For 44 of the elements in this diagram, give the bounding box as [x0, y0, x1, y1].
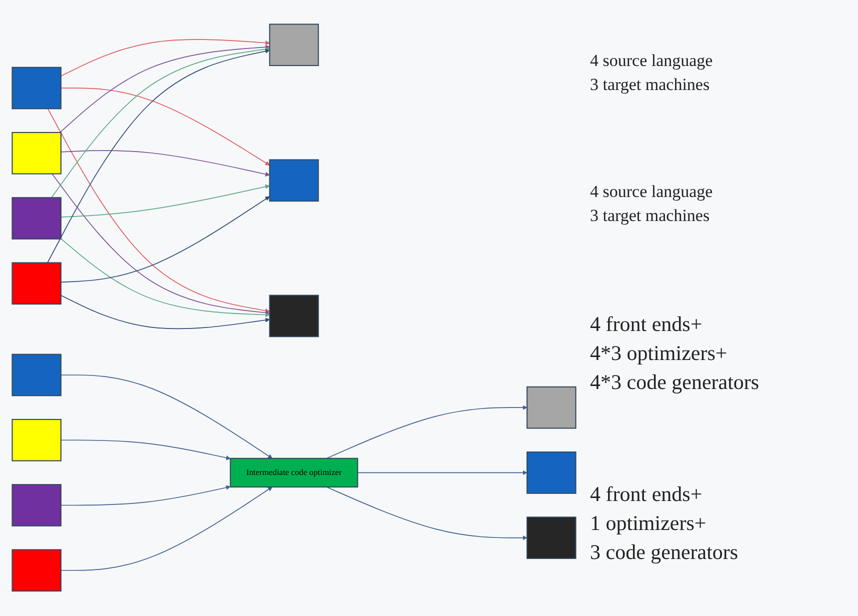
arrow	[357, 470, 528, 476]
arrow	[47, 49, 270, 264]
arrow	[52, 174, 270, 316]
arrow	[60, 486, 231, 506]
summary-line: 4*3 code generators	[590, 370, 760, 396]
node-box	[526, 452, 576, 494]
node-box	[12, 197, 62, 240]
node-box	[526, 386, 576, 430]
arrow	[60, 150, 270, 177]
arrow	[60, 374, 272, 459]
summary-line: 1 optimizers+	[590, 510, 708, 536]
node-box	[269, 295, 319, 338]
node-box	[12, 67, 62, 110]
arrow	[60, 487, 272, 572]
arrow	[47, 108, 270, 314]
arrow	[60, 295, 270, 330]
node-box	[526, 517, 576, 560]
node-box	[269, 24, 319, 66]
column-heading: 3 target machines	[590, 206, 711, 226]
arrow	[326, 486, 528, 540]
arrow	[60, 88, 270, 166]
arrow	[60, 196, 270, 284]
arrow	[60, 184, 270, 218]
node-box	[12, 550, 62, 592]
node-box	[12, 354, 62, 397]
column-heading: 4 source language	[590, 182, 714, 202]
summary-line: 4 front ends+	[590, 482, 704, 507]
node-box	[269, 160, 319, 202]
arrow	[51, 47, 270, 198]
summary-line: 4*3 optimizers+	[590, 341, 728, 366]
arrow	[60, 238, 270, 318]
column-heading: 4 source language	[590, 51, 714, 72]
node-box	[12, 132, 62, 175]
column-heading: 3 target machines	[590, 75, 711, 96]
node-box	[12, 262, 62, 305]
summary-line: 3 code generators	[590, 540, 740, 565]
arrow	[60, 440, 231, 460]
arrow	[60, 39, 270, 77]
node-box: Intermediate code optimizer	[230, 458, 358, 488]
arrow	[326, 406, 528, 460]
node-box	[12, 484, 62, 527]
summary-line: 4 front ends+	[590, 312, 704, 338]
arrow	[59, 45, 270, 134]
node-box	[12, 419, 62, 462]
